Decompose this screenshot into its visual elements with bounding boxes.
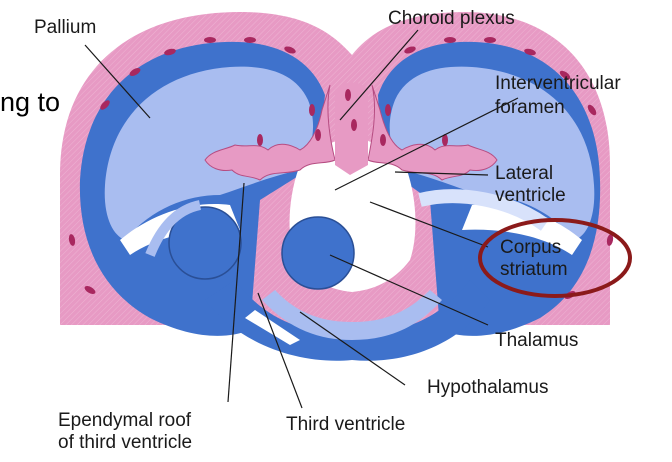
right-thalamus-body (282, 217, 354, 289)
label-corpus-line2: striatum (500, 259, 568, 280)
label-thalamus: Thalamus (495, 330, 578, 351)
label-lateral-line2: ventricle (495, 185, 566, 206)
label-interventricular-line1: Interventricular (495, 73, 621, 94)
label-hypothalamus: Hypothalamus (427, 377, 548, 398)
label-third-ventricle: Third ventricle (286, 414, 405, 435)
label-ependymal-line2: of third ventricle (58, 432, 192, 453)
label-lateral-line1: Lateral (495, 163, 553, 184)
label-choroid-plexus: Choroid plexus (388, 8, 515, 29)
partial-text: ng to (0, 87, 60, 118)
label-corpus-line1: Corpus (500, 237, 561, 258)
label-ependymal-line1: Ependymal roof (58, 410, 191, 431)
label-interventricular-line2: foramen (495, 97, 565, 118)
label-pallium: Pallium (34, 17, 96, 38)
